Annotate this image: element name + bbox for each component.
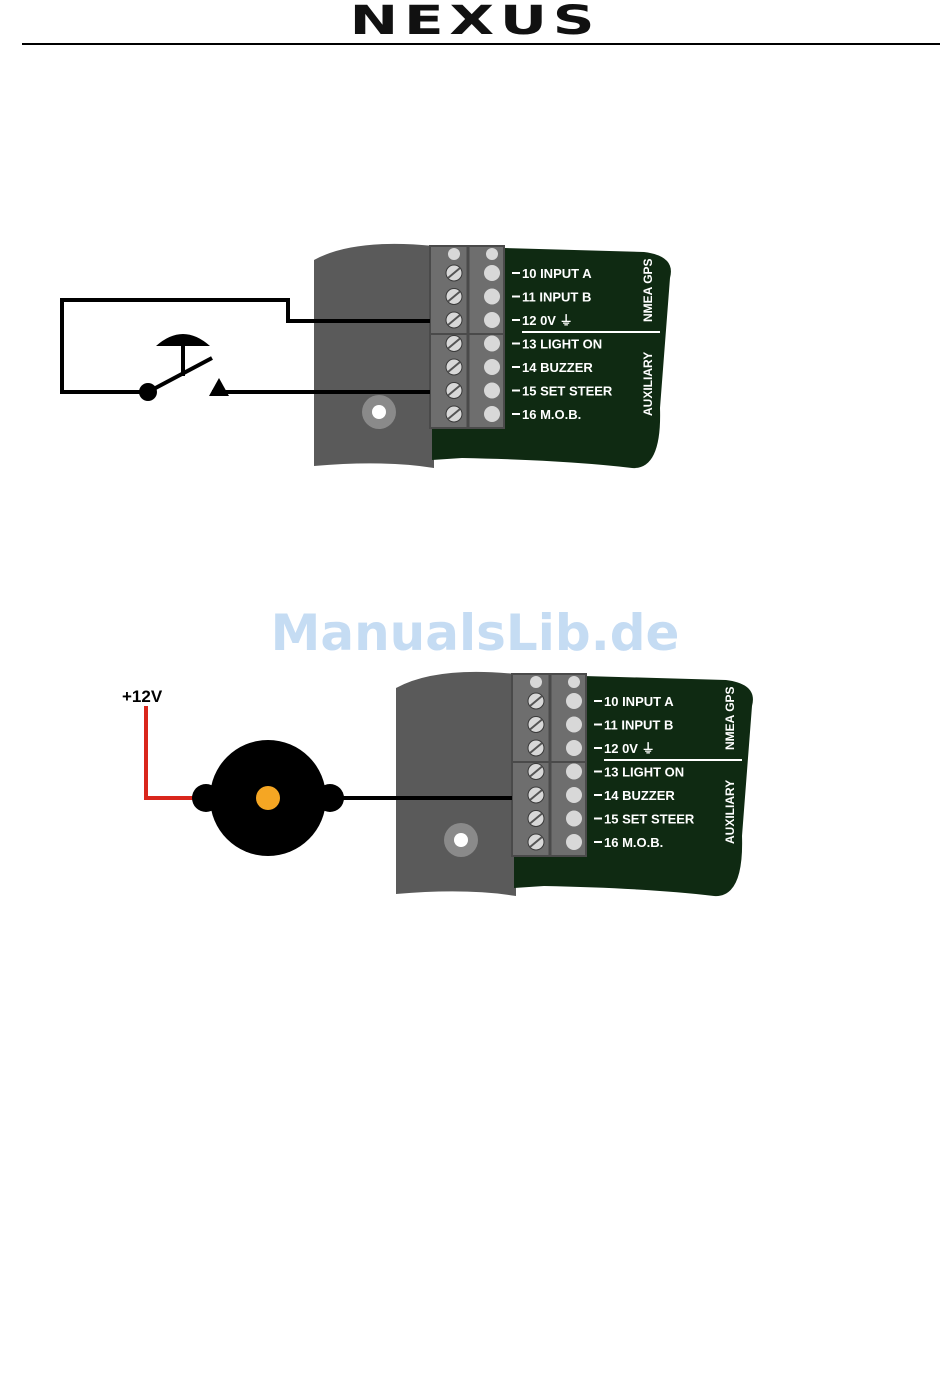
terminal-label: 12 0V ⏚ (522, 313, 573, 328)
terminal-pin (484, 312, 500, 328)
group-label-auxiliary: AUXILIARY (641, 352, 655, 416)
terminal-pin (484, 336, 500, 352)
group-label-nmea: NMEA GPS (723, 686, 737, 750)
terminal-screw (486, 248, 498, 260)
terminal-pin (484, 289, 500, 305)
terminal-label: 10 INPUT A (604, 694, 674, 709)
buzzer-center (256, 786, 280, 810)
terminal-pin (566, 740, 582, 756)
wire-positive (146, 706, 204, 798)
terminal-pin (484, 265, 500, 281)
terminal-pin (484, 359, 500, 375)
terminal-label: 11 INPUT B (604, 718, 673, 733)
group-label-nmea: NMEA GPS (641, 258, 655, 322)
switch-terminal (209, 378, 229, 396)
terminal-label: 14 BUZZER (522, 360, 593, 375)
terminal-label: 11 INPUT B (522, 290, 591, 305)
terminal-screw (568, 676, 580, 688)
terminal-label: 14 BUZZER (604, 788, 675, 803)
terminal-pin (566, 811, 582, 827)
switch-diagram: 10 INPUT A 11 INPUT B 12 0V ⏚ 13 LIGHT ON 14… (62, 244, 671, 468)
terminal-label: 10 INPUT A (522, 266, 592, 281)
switch-lever (148, 358, 212, 392)
terminal-pin (484, 406, 500, 422)
terminal-screw (448, 248, 460, 260)
terminal-pin (566, 787, 582, 803)
terminal-pin (566, 693, 582, 709)
terminal-label: 16 M.O.B. (604, 835, 663, 850)
terminal-label: 13 LIGHT ON (604, 765, 684, 780)
terminal-pin (566, 834, 582, 850)
terminal-label: 15 SET STEER (522, 384, 613, 399)
terminal-screw (530, 676, 542, 688)
buzzer-diagram: 10 INPUT A 11 INPUT B 12 0V ⏚ 13 LIGHT ON 14… (122, 672, 753, 896)
terminal-pin (566, 717, 582, 733)
watermark: ManualsLib.de (0, 604, 950, 662)
group-label-auxiliary: AUXILIARY (723, 780, 737, 844)
terminal-label: 13 LIGHT ON (522, 337, 602, 352)
terminal-label: 15 SET STEER (604, 812, 695, 827)
terminal-pin (484, 383, 500, 399)
terminal-pin (566, 764, 582, 780)
push-button-icon (156, 334, 210, 346)
terminal-label: 12 0V ⏚ (604, 741, 655, 756)
supply-voltage-label: +12V (122, 687, 163, 706)
terminal-label: 16 M.O.B. (522, 407, 581, 422)
